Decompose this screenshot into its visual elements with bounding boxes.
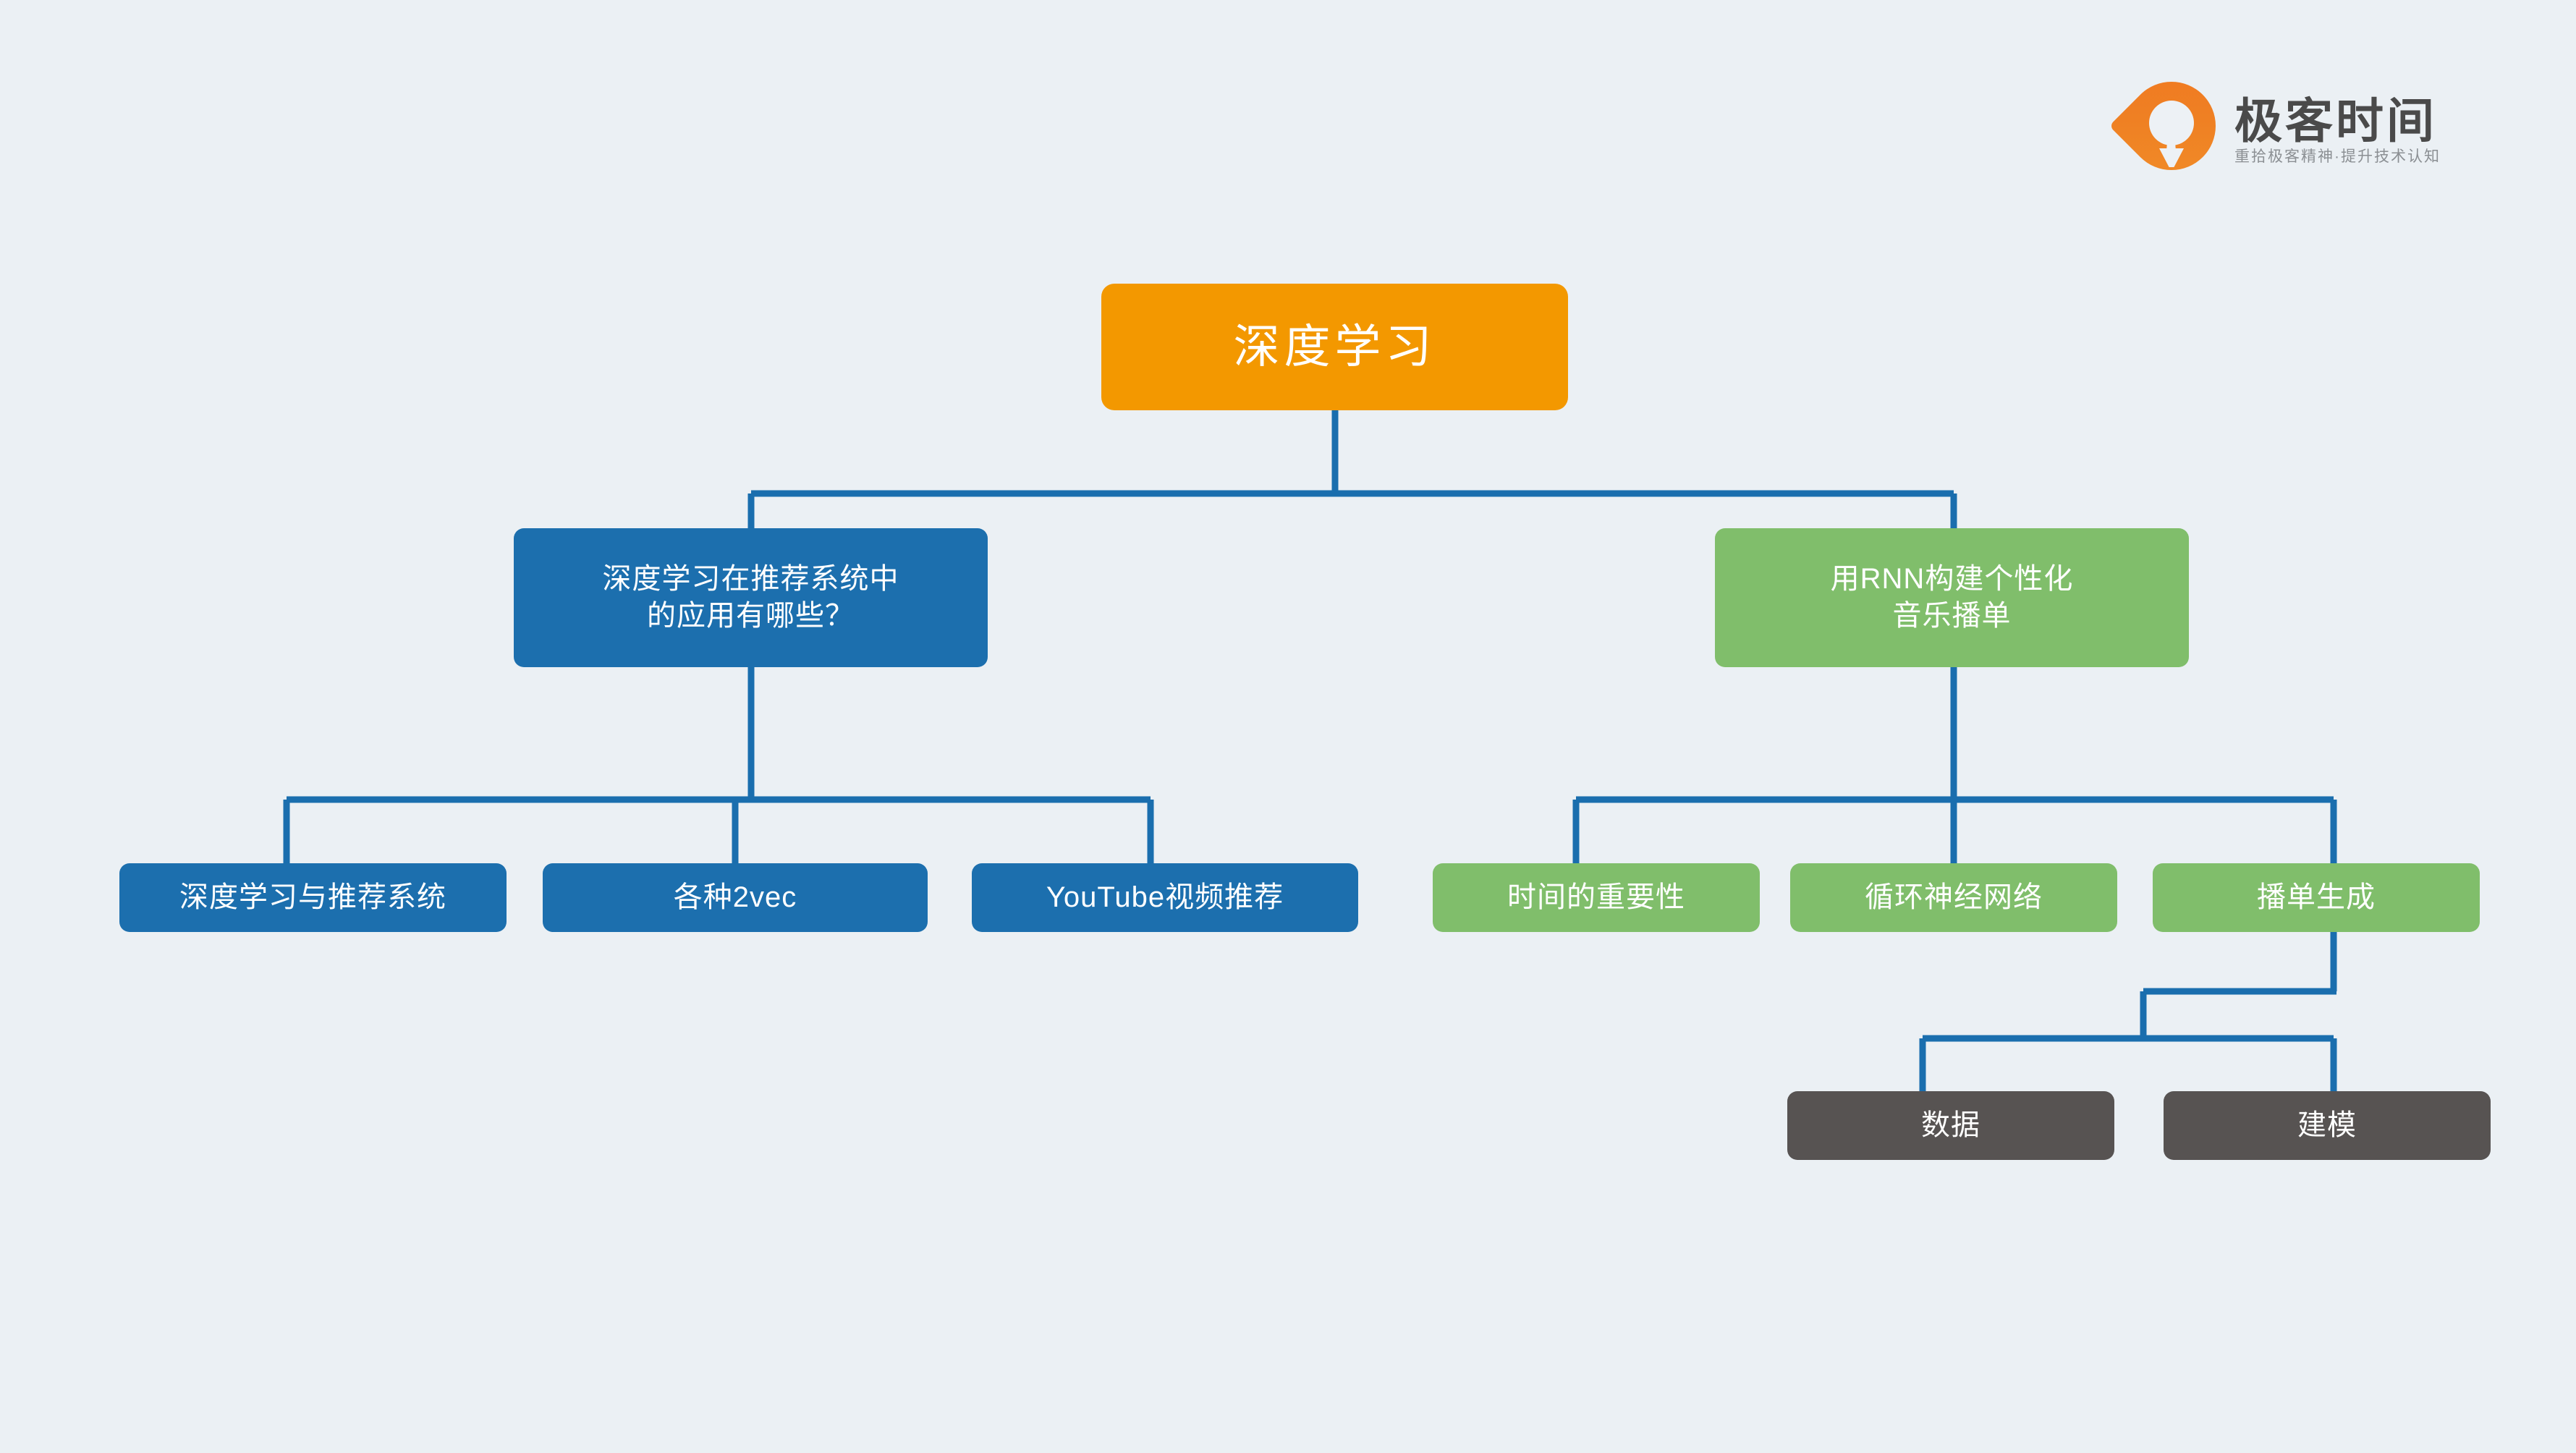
node-branch-dl-recsys[interactable]: 深度学习在推荐系统中 的应用有哪些？ [514, 528, 988, 667]
node-root[interactable]: 深度学习 [1101, 284, 1568, 410]
node-leaf-importance-of-time[interactable]: 时间的重要性 [1433, 863, 1760, 932]
node-leaf-data[interactable]: 数据 [1787, 1091, 2114, 1160]
brand-logo: 极客时间 重拾极客精神·提升技术认知 [2109, 63, 2504, 189]
node-leaf-various-2vec[interactable]: 各种2vec [543, 863, 928, 932]
node-leaf-dl-and-recsys[interactable]: 深度学习与推荐系统 [119, 863, 507, 932]
node-branch-rnn-playlist[interactable]: 用RNN构建个性化 音乐播单 [1715, 528, 2189, 667]
node-leaf-modeling[interactable]: 建模 [2164, 1091, 2491, 1160]
node-leaf-youtube-video-rec[interactable]: YouTube视频推荐 [972, 863, 1358, 932]
node-leaf-rnn[interactable]: 循环神经网络 [1790, 863, 2117, 932]
node-leaf-playlist-generation[interactable]: 播单生成 [2153, 863, 2480, 932]
brand-tagline: 重拾极客精神·提升技术认知 [2234, 148, 2441, 165]
brand-text-block: 极客时间 重拾极客精神·提升技术认知 [2234, 97, 2441, 164]
geektime-drop-logo-icon [2109, 63, 2234, 189]
brand-name: 极客时间 [2234, 93, 2437, 148]
